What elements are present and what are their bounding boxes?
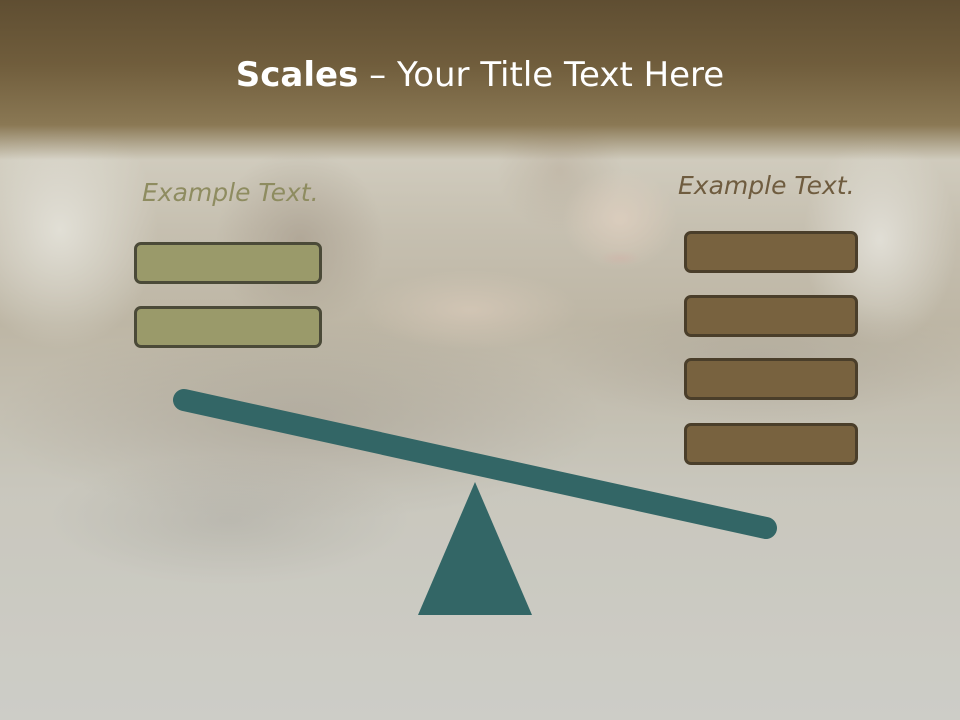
scale-beam (173, 389, 777, 539)
right-box-3 (684, 358, 858, 400)
right-example-text: Example Text. (678, 171, 855, 200)
title-bold: Scales (235, 55, 359, 95)
title-rest: – Your Title Text Here (358, 55, 725, 95)
left-example-text: Example Text. (142, 178, 319, 207)
slide-title: Scales – Your Title Text Here (0, 52, 960, 98)
left-box-2 (134, 306, 322, 348)
left-box-1 (134, 242, 322, 284)
title-band (0, 0, 960, 160)
right-box-4 (684, 423, 858, 465)
right-box-1 (684, 231, 858, 273)
right-box-2 (684, 295, 858, 337)
scale-fulcrum (418, 482, 532, 615)
